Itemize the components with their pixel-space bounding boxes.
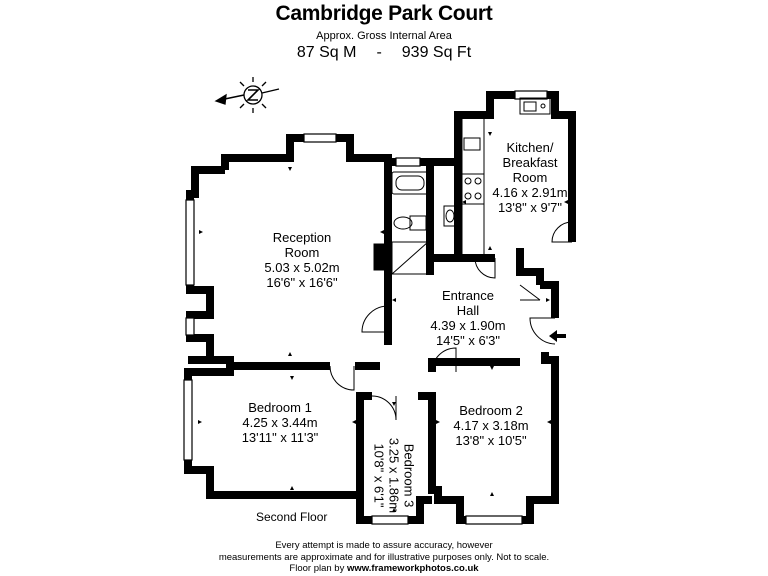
room-metric: 4.25 x 3.44m xyxy=(242,415,318,430)
disclaimer-line: Floor plan by www.frameworkphotos.co.uk xyxy=(0,563,768,575)
room-metric: 4.39 x 1.90m xyxy=(430,318,506,333)
bath-icon xyxy=(391,171,429,195)
room-name: Bedroom 2 xyxy=(459,403,523,418)
window-bedroom3 xyxy=(371,515,409,525)
door-bedroom2 xyxy=(431,347,457,373)
room-imperial: 10'8" x 6'1" xyxy=(371,443,387,508)
basin-icon xyxy=(443,205,457,227)
room-metric: 4.16 x 2.91m xyxy=(492,185,568,200)
fixtures xyxy=(329,97,573,421)
door-kitchen xyxy=(551,221,573,243)
floor-label: Second Floor xyxy=(256,510,328,524)
entrance-hall-label: Entrance Hall 4.39 x 1.90m 14'5" x 6'3" xyxy=(418,288,518,348)
toilet-icon xyxy=(393,215,427,231)
gross-area: 87 Sq M - 939 Sq Ft xyxy=(0,44,768,62)
disclaimer-line: Every attempt is made to assure accuracy… xyxy=(275,540,493,551)
door-hall-kitchen xyxy=(474,257,496,279)
room-metric: 4.17 x 3.18m xyxy=(453,418,529,433)
window-kitchen xyxy=(514,90,548,100)
room-imperial: 13'11" x 11'3" xyxy=(241,430,319,445)
room-metric: 5.03 x 5.02m xyxy=(264,260,340,275)
area-separator: - xyxy=(376,44,382,61)
compass-north-icon xyxy=(214,77,280,113)
room-name: Bedroom 3 xyxy=(401,443,417,508)
reception-walls xyxy=(186,166,234,372)
reception-label: Reception Room 5.03 x 5.02m 16'6" x 16'6… xyxy=(252,230,352,290)
disclaimer: Every attempt is made to assure accuracy… xyxy=(0,540,768,575)
credit-link[interactable]: www.frameworkphotos.co.uk xyxy=(346,563,479,574)
room-name: Bedroom 1 xyxy=(248,400,312,415)
room-name: Entrance xyxy=(441,288,495,303)
measure-ticks xyxy=(198,132,568,512)
window-bedroom2 xyxy=(465,515,523,525)
bedroom2-label: Bedroom 2 4.17 x 3.18m 13'8" x 10'5" xyxy=(441,403,541,448)
area-metric: 87 Sq M xyxy=(296,44,357,61)
bedroom3-label: Bedroom 3 3.25 x 1.86m 10'8" x 6'1" xyxy=(372,416,417,536)
room-metric: 3.25 x 1.86m xyxy=(386,437,402,514)
room-name: Room xyxy=(284,245,320,260)
window-reception-left xyxy=(185,199,195,286)
room-imperial: 13'8" x 9'7" xyxy=(497,200,563,215)
entrance-arrow-icon xyxy=(549,330,566,342)
plan-title: Cambridge Park Court xyxy=(275,2,493,25)
plan-subtitle: Approx. Gross Internal Area xyxy=(316,30,452,42)
room-name: Room xyxy=(512,170,548,185)
room-imperial: 13'8" x 10'5" xyxy=(455,433,527,448)
window-reception-left-small xyxy=(185,317,195,336)
bedroom3-walls xyxy=(356,495,432,524)
sink-icon xyxy=(519,97,551,115)
worktop xyxy=(461,117,485,257)
bedroom1-label: Bedroom 1 4.25 x 3.44m 13'11" x 11'3" xyxy=(230,400,330,445)
windows xyxy=(183,90,548,525)
door-entrance xyxy=(529,317,556,345)
room-name: Hall xyxy=(456,303,480,318)
window-bath xyxy=(395,157,421,167)
room-imperial: 16'6" x 16'6" xyxy=(266,275,338,290)
fireplace xyxy=(373,243,385,271)
room-name: Breakfast xyxy=(502,155,558,170)
room-name: Kitchen/ xyxy=(506,140,554,155)
kitchen-label: Kitchen/ Breakfast Room 4.16 x 2.91m 13'… xyxy=(478,140,582,215)
door-reception xyxy=(361,305,389,333)
credit-prefix: Floor plan by xyxy=(289,563,347,574)
door-bedroom3 xyxy=(371,395,397,421)
window-bedroom1 xyxy=(183,379,193,461)
shower-icon xyxy=(391,241,429,275)
door-cupboard xyxy=(519,284,541,301)
disclaimer-line: measurements are approximate and for ill… xyxy=(218,551,550,563)
door-bedroom1 xyxy=(329,365,355,391)
hall-walls xyxy=(540,281,559,318)
room-imperial: 14'5" x 6'3" xyxy=(435,333,501,348)
room-name: Reception xyxy=(272,230,332,245)
window-reception-top xyxy=(303,133,337,143)
area-imperial: 939 Sq Ft xyxy=(401,44,472,61)
